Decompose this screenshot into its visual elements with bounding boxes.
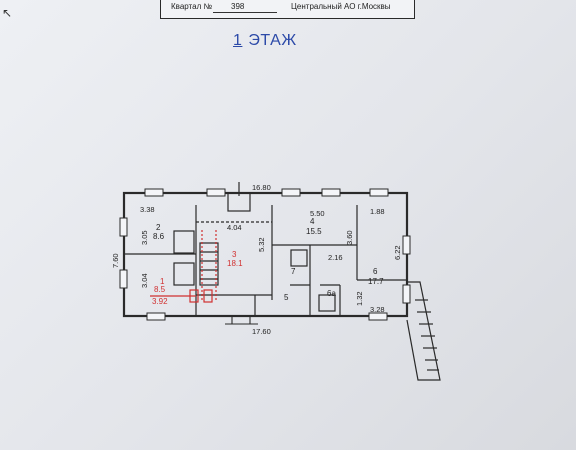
dim-304: 3.04 [140, 273, 149, 288]
floor-number: 1 [233, 32, 243, 49]
window [281, 188, 301, 197]
room-6-area: 17.7 [368, 277, 384, 286]
exterior-stair [406, 281, 441, 381]
room-2-area: 8.6 [153, 232, 165, 241]
dim-622: 6.22 [393, 245, 402, 260]
dim-360: 3.60 [345, 230, 354, 245]
stair-block [199, 242, 219, 286]
dim-328: 3.28 [370, 305, 385, 314]
room-4-number: 4 [310, 217, 315, 226]
window [146, 312, 166, 321]
room-1-area: 8.5 [154, 285, 166, 294]
dim-left-height: 7.60 [111, 253, 120, 268]
header-stamp: Квартал № 398 Центральный АО г.Москвы [160, 0, 415, 19]
kvartal-number: 398 [231, 2, 245, 11]
window [369, 188, 389, 197]
window [119, 217, 128, 237]
room-6a-number: 6a [327, 289, 336, 298]
room-3-area: 18.1 [227, 259, 243, 268]
room-1-width: 3.92 [152, 297, 168, 306]
dim-bottom-total: 17.60 [252, 327, 271, 336]
window [402, 235, 411, 255]
window [368, 312, 388, 321]
room-1-number: 1 [160, 277, 165, 286]
room-6-number: 6 [373, 267, 378, 276]
dim-132: 1.32 [355, 291, 364, 306]
dim-top-total: 16.80 [252, 183, 271, 192]
room-7-number: 7 [291, 267, 296, 276]
room-5-number: 5 [284, 293, 289, 302]
sanitary-block [290, 249, 308, 267]
red-marker [203, 289, 213, 303]
room-4-area: 15.5 [306, 227, 322, 236]
window [206, 188, 226, 197]
dim-404: 4.04 [227, 223, 242, 232]
district-label: Центральный АО г.Москвы [291, 2, 391, 11]
dim-550: 5.50 [310, 209, 325, 218]
sanitary-block [173, 230, 195, 254]
window [321, 188, 341, 197]
sanitary-block [173, 262, 195, 286]
dim-188: 1.88 [370, 207, 385, 216]
dim-532: 5.32 [257, 237, 266, 252]
window [402, 284, 411, 304]
pen-mark-icon: ↖ [2, 6, 13, 20]
page-title: 1 ЭТАЖ [233, 32, 297, 50]
room-2-number: 2 [156, 223, 161, 232]
room-3-number: 3 [232, 250, 237, 259]
window [144, 188, 164, 197]
kvartal-underline [213, 12, 277, 13]
kvartal-label: Квартал № [171, 2, 213, 11]
sanitary-block [318, 294, 336, 312]
red-marker [189, 289, 199, 303]
dim-216: 2.16 [328, 253, 343, 262]
dim-305: 3.05 [140, 230, 149, 245]
dim-338: 3.38 [140, 205, 155, 214]
floor-word: ЭТАЖ [248, 32, 297, 49]
window [119, 269, 128, 289]
